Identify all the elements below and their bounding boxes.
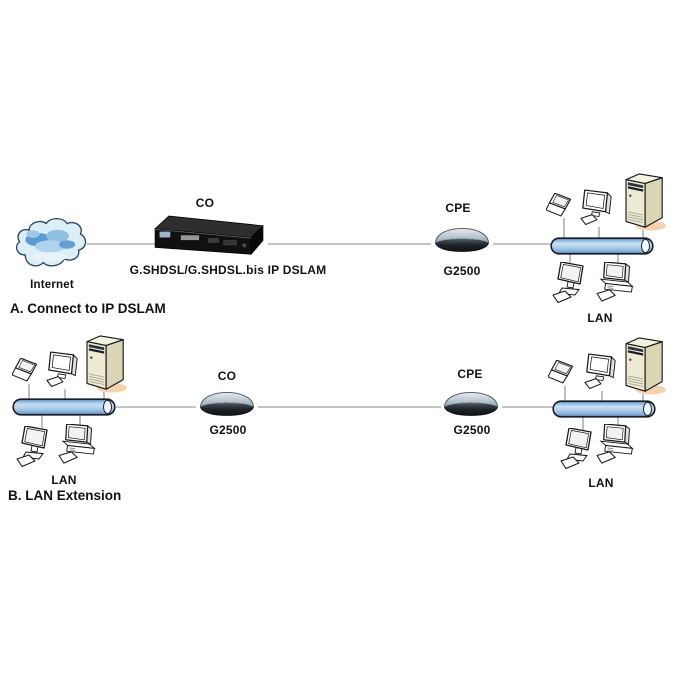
g2500-caption-a: G2500 [443, 264, 481, 278]
dslam-caption: G.SHDSL/G.SHDSL.bis IP DSLAM [129, 263, 327, 277]
g2500-caption-cpe-b: G2500 [453, 423, 491, 437]
ip-dslam-device-icon [154, 215, 264, 255]
crt-monitor-br-icon [584, 353, 616, 390]
lan-bus-a-icon [550, 237, 654, 255]
internet-cloud-icon [15, 217, 87, 267]
lcd-computer-a-icon [552, 262, 584, 304]
scenario-b-heading: B. LAN Extension [8, 488, 122, 503]
lan-label-b-left: LAN [51, 473, 77, 487]
crt-monitor-bl-icon [46, 351, 78, 388]
g2500-co-b-icon [199, 391, 255, 416]
lcd-computer-bl-icon [16, 426, 48, 468]
crt-monitor-a-icon [580, 189, 612, 226]
server-tower-bl-icon [86, 335, 128, 393]
g2500-cpe-a-icon [434, 227, 490, 252]
connector-lines [28, 218, 644, 430]
desktop-computer-a-icon [596, 262, 633, 302]
lan-label-a: LAN [587, 311, 613, 325]
desktop-computer-br-icon [596, 424, 633, 464]
g2500-cpe-b-icon [443, 391, 499, 416]
desktop-computer-bl-icon [58, 424, 95, 464]
lan-label-b-right: LAN [588, 476, 614, 490]
cpe-label-b: CPE [457, 367, 483, 381]
lan-bus-b-left-icon [12, 398, 116, 416]
server-tower-br-icon [625, 337, 667, 395]
laptop-br-icon [548, 360, 574, 384]
lan-bus-b-right-icon [552, 400, 656, 418]
laptop-a-icon [546, 193, 572, 217]
internet-label: Internet [30, 279, 74, 291]
scenario-a-heading: A. Connect to IP DSLAM [10, 301, 166, 316]
co-label-a: CO [195, 196, 215, 210]
cpe-label-a: CPE [445, 201, 471, 215]
lcd-computer-br-icon [560, 428, 592, 470]
laptop-bl-icon [12, 358, 38, 382]
co-label-b: CO [217, 369, 237, 383]
server-tower-a-icon [625, 173, 667, 231]
g2500-caption-co-b: G2500 [209, 423, 247, 437]
